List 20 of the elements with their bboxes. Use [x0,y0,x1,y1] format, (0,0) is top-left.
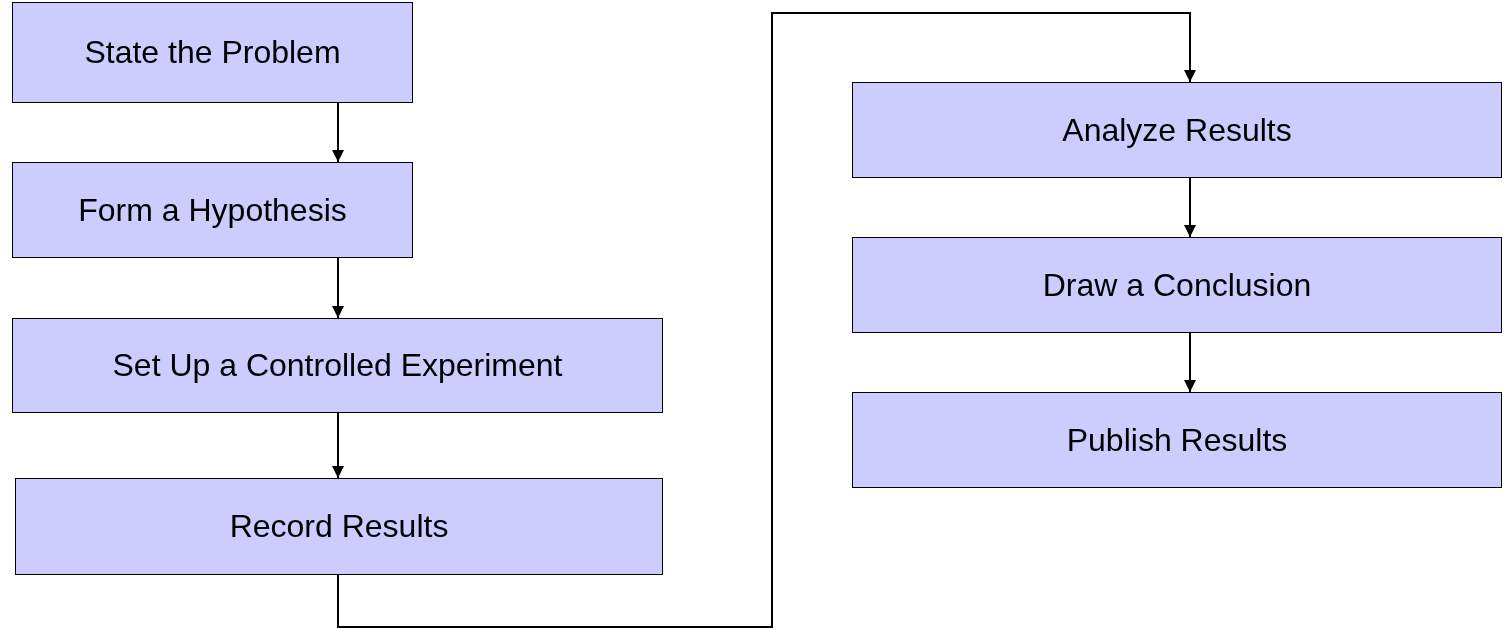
step-label: Form a Hypothesis [78,191,347,229]
arrow [1184,332,1196,393]
process-box [12,2,413,103]
step-label: Set Up a Controlled Experiment [112,347,563,384]
process-box [852,237,1502,333]
step-label: State the Problem [84,34,341,71]
process-box [852,392,1502,488]
arrow [332,257,344,319]
step-label: Record Results [229,508,449,545]
process-box [15,478,663,575]
process-box [852,82,1502,178]
process-box [12,318,663,413]
arrow [1184,177,1196,238]
arrow [332,102,344,163]
step-label: Analyze Results [1062,111,1292,149]
step-label: Draw a Conclusion [1042,266,1312,304]
step-label: Publish Results [1066,421,1288,459]
arrow [337,12,1196,628]
arrow [332,412,344,479]
process-box [12,162,413,258]
